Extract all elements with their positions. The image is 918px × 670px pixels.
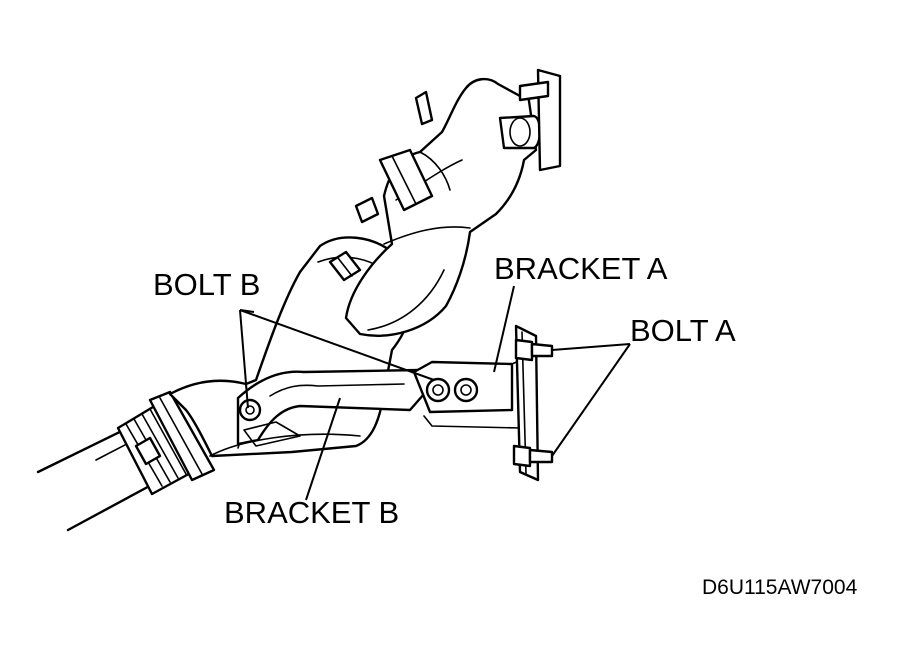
label-bolt-b: BOLT B [153,267,260,302]
label-bracket-b: BRACKET B [224,495,399,530]
label-bolt-a: BOLT A [630,313,736,348]
figure-code: D6U115AW7004 [702,576,858,599]
leader-lines [239,285,631,501]
mounting-plate [512,324,554,482]
front-pipe [36,390,216,532]
exhaust-manifold [344,68,562,337]
bolt-b-marks [238,377,479,422]
label-bracket-a: BRACKET A [494,251,668,286]
bracket-b [236,368,426,447]
